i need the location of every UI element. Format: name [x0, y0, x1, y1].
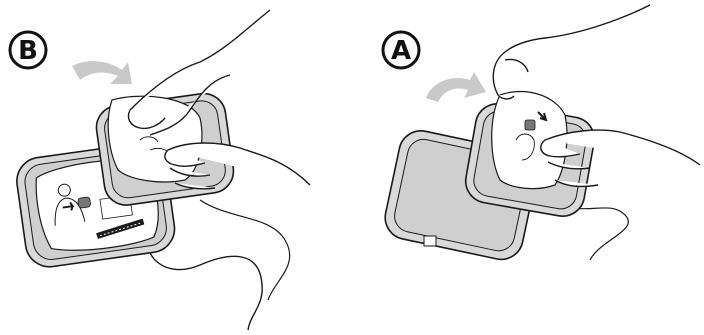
pad-cable-2: [200, 200, 290, 300]
hand-upper-right-panel: [493, 5, 650, 99]
step-label-a: A: [391, 36, 411, 66]
peel-arrow-icon: [426, 72, 486, 102]
peel-arrow-icon: [72, 61, 132, 84]
panel-b: B: [10, 10, 310, 330]
step-marker-b: B: [10, 32, 46, 68]
connector-plug-icon: [424, 236, 436, 246]
panel-a: A: [381, 5, 700, 263]
step-label-b: B: [18, 36, 38, 66]
step-marker-a: A: [383, 32, 419, 68]
